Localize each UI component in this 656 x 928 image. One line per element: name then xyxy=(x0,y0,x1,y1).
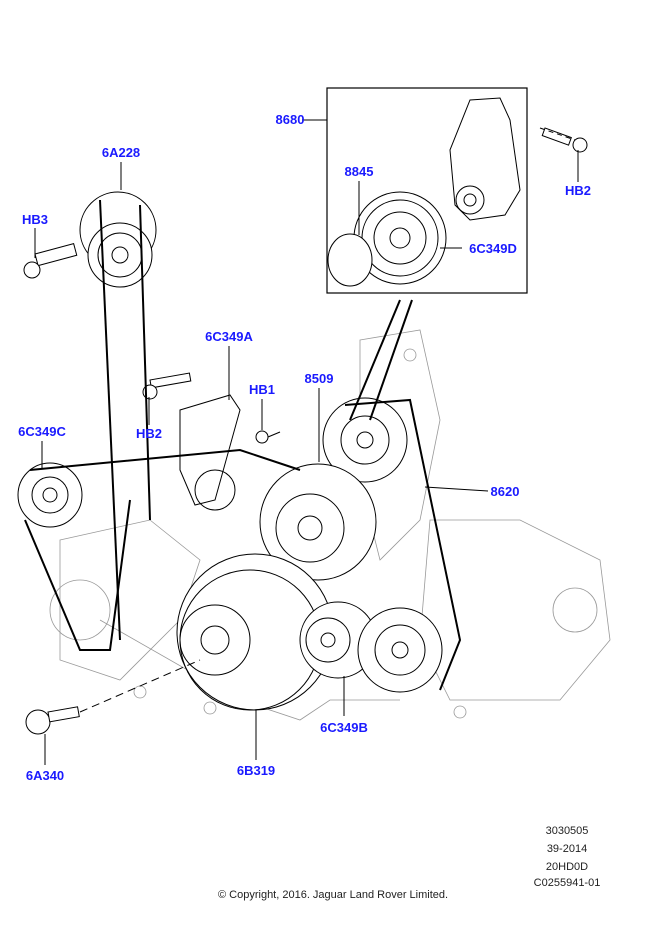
callout-6C349A[interactable]: 6C349A xyxy=(205,329,253,344)
callout-8845[interactable]: 8845 xyxy=(344,164,374,179)
detail-box xyxy=(326,87,528,294)
callout-HB3[interactable]: HB3 xyxy=(21,212,49,227)
callout-8680[interactable]: 8680 xyxy=(275,112,305,127)
illustration-number: 3030505 xyxy=(545,825,589,837)
callout-6C349C[interactable]: 6C349C xyxy=(18,424,66,439)
callout-6B319[interactable]: 6B319 xyxy=(236,763,276,778)
callout-HB2-top[interactable]: HB2 xyxy=(564,183,592,198)
callout-HB2-mid[interactable]: HB2 xyxy=(135,426,163,441)
callout-6A340[interactable]: 6A340 xyxy=(25,768,65,783)
illustration-code: 20HD0D xyxy=(545,861,589,873)
callout-HB1[interactable]: HB1 xyxy=(248,382,276,397)
callout-8509[interactable]: 8509 xyxy=(304,371,334,386)
drive-belt xyxy=(24,199,462,691)
illustration-id: C0255941-01 xyxy=(533,877,601,889)
copyright-notice: © Copyright, 2016. Jaguar Land Rover Lim… xyxy=(218,889,449,901)
leader-lines xyxy=(34,119,579,765)
illustration-date: 39-2014 xyxy=(546,843,588,855)
callout-6A228[interactable]: 6A228 xyxy=(101,145,141,160)
callout-6C349D[interactable]: 6C349D xyxy=(469,241,517,256)
callout-8620[interactable]: 8620 xyxy=(490,484,520,499)
callout-6C349B[interactable]: 6C349B xyxy=(320,720,368,735)
